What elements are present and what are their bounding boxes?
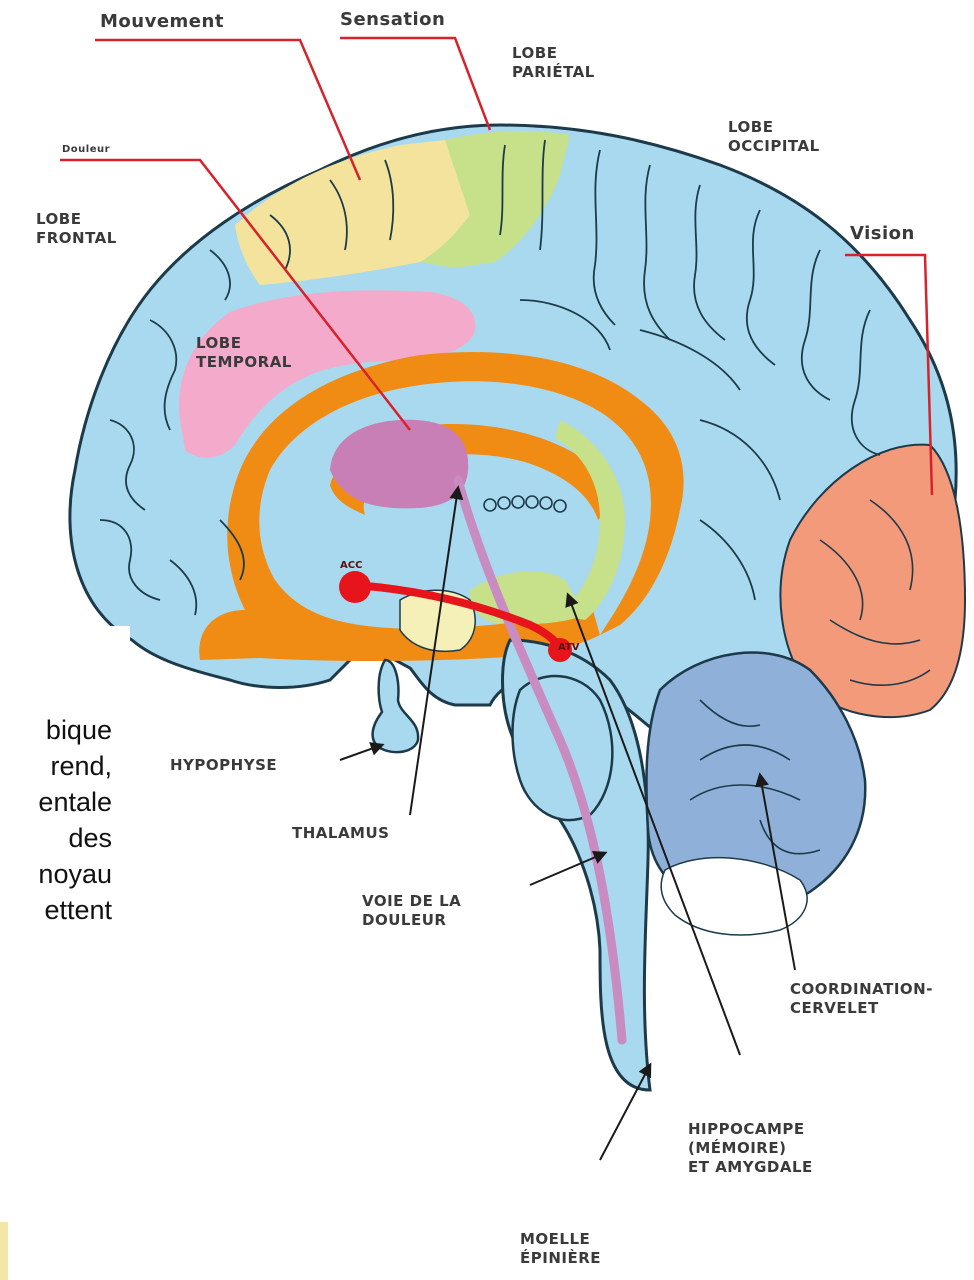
label-hippocampe-3: ET AMYGDALE bbox=[688, 1158, 813, 1177]
label-lobe-parietal-1: LOBE bbox=[512, 44, 595, 63]
overlay-line-4: des bbox=[0, 820, 112, 856]
label-voie-douleur-2: DOULEUR bbox=[362, 911, 461, 930]
label-atv: ATV bbox=[558, 642, 580, 653]
label-acc: ACC bbox=[340, 560, 362, 571]
acc-node bbox=[339, 571, 371, 603]
label-coordination-2: CERVELET bbox=[790, 999, 933, 1018]
yellow-edge bbox=[0, 1222, 8, 1280]
label-lobe-occipital-1: LOBE bbox=[728, 118, 820, 137]
overlay-text: bique rend, entale des noyau ettent bbox=[0, 712, 112, 928]
label-lobe-occipital-2: OCCIPITAL bbox=[728, 137, 820, 156]
label-lobe-parietal: LOBE PARIÉTAL bbox=[512, 44, 595, 82]
label-lobe-frontal-1: LOBE bbox=[36, 210, 117, 229]
label-lobe-occipital: LOBE OCCIPITAL bbox=[728, 118, 820, 156]
label-lobe-parietal-2: PARIÉTAL bbox=[512, 63, 595, 82]
label-hippocampe-2: (MÉMOIRE) bbox=[688, 1139, 813, 1158]
overlay-line-6: ettent bbox=[0, 892, 112, 928]
label-voie-douleur-1: VOIE DE LA bbox=[362, 892, 461, 911]
label-thalamus: THALAMUS bbox=[292, 824, 389, 843]
label-lobe-temporal: LOBE TEMPORAL bbox=[196, 334, 292, 372]
label-lobe-temporal-2: TEMPORAL bbox=[196, 353, 292, 372]
overlay-line-1: bique bbox=[0, 712, 112, 748]
overlay-line-2: rend, bbox=[0, 748, 112, 784]
label-moelle-2: ÉPINIÈRE bbox=[520, 1249, 601, 1268]
pituitary bbox=[373, 660, 419, 752]
label-lobe-temporal-1: LOBE bbox=[196, 334, 292, 353]
label-hippocampe: HIPPOCAMPE (MÉMOIRE) ET AMYGDALE bbox=[688, 1120, 813, 1177]
label-mouvement: Mouvement bbox=[100, 12, 224, 31]
label-lobe-frontal-2: FRONTAL bbox=[36, 229, 117, 248]
label-moelle: MOELLE ÉPINIÈRE bbox=[520, 1230, 601, 1268]
label-coordination: COORDINATION- CERVELET bbox=[790, 980, 933, 1018]
label-coordination-1: COORDINATION- bbox=[790, 980, 933, 999]
overlay-line-5: noyau bbox=[0, 856, 112, 892]
label-hippocampe-1: HIPPOCAMPE bbox=[688, 1120, 813, 1139]
label-moelle-1: MOELLE bbox=[520, 1230, 601, 1249]
overlay-line-3: entale bbox=[0, 784, 112, 820]
label-douleur: Douleur bbox=[62, 140, 110, 159]
label-sensation: Sensation bbox=[340, 10, 445, 29]
label-lobe-frontal: LOBE FRONTAL bbox=[36, 210, 117, 248]
label-voie-douleur: VOIE DE LA DOULEUR bbox=[362, 892, 461, 930]
label-vision: Vision bbox=[850, 224, 915, 243]
label-hypophyse: HYPOPHYSE bbox=[170, 756, 277, 775]
